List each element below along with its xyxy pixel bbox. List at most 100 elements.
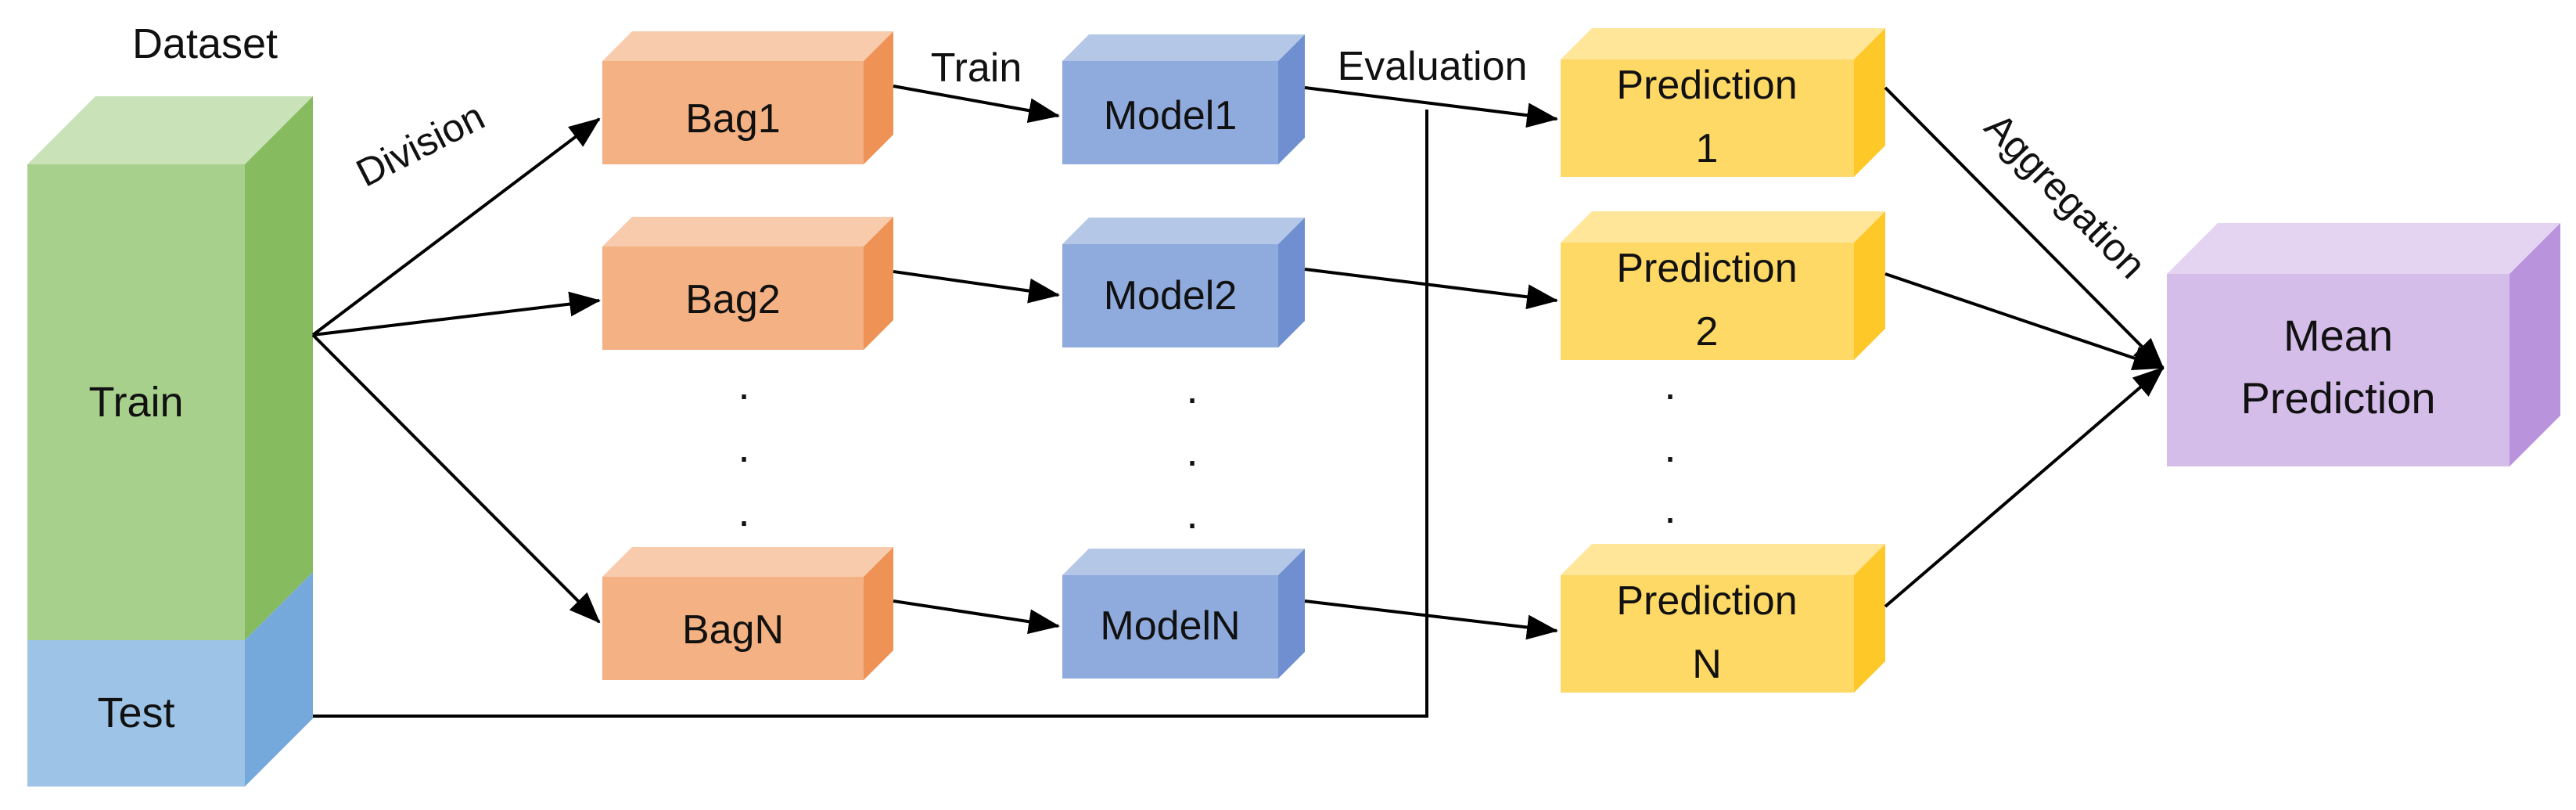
train-split-label: Train: [88, 379, 183, 426]
prediction-n-side: [1854, 544, 1885, 693]
model-ellipsis-dot: .: [1186, 426, 1198, 475]
prediction-2-label: Prediction: [1616, 246, 1797, 291]
dataset-title: Dataset: [132, 20, 278, 67]
division-label: Division: [350, 94, 491, 195]
prediction-1-side: [1854, 28, 1885, 177]
mean-prediction-label-line2: Prediction: [2240, 373, 2435, 423]
bag-ellipsis-dot: .: [738, 486, 750, 535]
bag-2-front: [602, 247, 864, 350]
model-column: Model1 Model2 ModelN . . .: [1062, 34, 1305, 679]
evaluation-label: Evaluation: [1338, 44, 1528, 89]
model-n-top: [1062, 549, 1305, 575]
evaluation-arrow-2: [1304, 268, 1558, 310]
prediction-n: Prediction N: [1561, 544, 1885, 693]
train-arrow-n: [893, 599, 1060, 635]
bag-1: Bag1: [602, 31, 893, 164]
bag-ellipsis-dot: .: [738, 359, 750, 409]
bag-n-front: [602, 577, 864, 680]
bag-2-label: Bag2: [685, 277, 780, 322]
bag-1-front: [602, 61, 864, 164]
model-2-side: [1278, 218, 1305, 347]
bag-column: Bag1 Bag2 BagN . . .: [602, 31, 893, 680]
prediction-1: Prediction 1: [1561, 28, 1885, 177]
evaluation-edges: [313, 86, 1558, 718]
bag-1-side: [864, 31, 893, 164]
prediction-1-label: Prediction: [1616, 63, 1797, 108]
aggregation-arrow-n: [1884, 366, 2165, 608]
prediction-n-top: [1561, 544, 1885, 575]
train-split-side: [245, 96, 313, 640]
model-1-side: [1278, 34, 1305, 164]
aggregation-label: Aggregation: [1976, 105, 2154, 287]
bag-n-label: BagN: [682, 607, 784, 653]
evaluation-arrow-1: [1304, 86, 1558, 128]
model-2: Model2: [1062, 218, 1305, 347]
train-split: Train: [27, 96, 313, 640]
model-1-top: [1062, 34, 1305, 61]
prediction-column: Prediction 1 Prediction 2 Prediction N .…: [1561, 28, 1885, 693]
train-split-front: [27, 164, 245, 640]
model-1: Model1: [1062, 34, 1305, 164]
division-edges: [311, 117, 601, 624]
bag-1-label: Bag1: [685, 96, 780, 142]
prediction-n-front: [1561, 575, 1854, 693]
bag-ellipsis: . . .: [738, 359, 750, 535]
prediction-1-front: [1561, 59, 1854, 177]
bag-n: BagN: [602, 547, 893, 680]
bag-2: Bag2: [602, 217, 893, 350]
mean-prediction-front: [2167, 274, 2510, 466]
model-2-top: [1062, 218, 1305, 244]
train-edge-label: Train: [931, 45, 1022, 91]
prediction-1-index: 1: [1696, 126, 1719, 171]
model-ellipsis-dot: .: [1186, 363, 1198, 412]
prediction-n-index: N: [1692, 642, 1722, 687]
prediction-2: Prediction 2: [1561, 211, 1885, 360]
test-feed-line: [313, 110, 1428, 718]
model-2-front: [1062, 244, 1278, 347]
division-arrow-bagn: [311, 333, 601, 624]
train-edges: [893, 85, 1060, 635]
bag-2-top: [602, 217, 893, 247]
bag-n-side: [864, 547, 893, 680]
model-n-side: [1278, 549, 1305, 679]
bag-2-side: [864, 217, 893, 350]
prediction-ellipsis-dot: .: [1664, 359, 1676, 409]
mean-prediction-label-line1: Mean: [2283, 311, 2393, 360]
aggregation-arrow-1: [1884, 86, 2165, 369]
division-arrow-bag1: [311, 117, 601, 337]
model-ellipsis-dot: .: [1186, 488, 1198, 538]
dataset-block: Train Test Dataset: [27, 20, 313, 787]
prediction-2-side: [1854, 211, 1885, 360]
aggregation-arrow-2: [1884, 272, 2165, 370]
model-n-front: [1062, 575, 1278, 679]
evaluation-arrow-n: [1304, 599, 1558, 640]
model-1-front: [1062, 61, 1278, 164]
prediction-ellipsis-dot: .: [1664, 483, 1676, 532]
bag-n-top: [602, 547, 893, 577]
model-ellipsis: . . .: [1186, 363, 1198, 538]
prediction-2-top: [1561, 211, 1885, 243]
prediction-2-index: 2: [1696, 309, 1719, 355]
model-n: ModelN: [1062, 549, 1305, 679]
test-split-side: [245, 572, 313, 787]
prediction-ellipsis: . . .: [1664, 359, 1676, 532]
bag-1-top: [602, 31, 893, 61]
mean-prediction-top: [2167, 223, 2560, 274]
model-1-label: Model1: [1104, 93, 1238, 139]
test-split: Test: [27, 572, 313, 787]
train-split-top: [27, 96, 313, 164]
test-split-label: Test: [97, 689, 174, 736]
mean-prediction-block: Mean Prediction: [2167, 223, 2560, 466]
bag-ellipsis-dot: .: [738, 422, 750, 471]
prediction-ellipsis-dot: .: [1664, 422, 1676, 471]
prediction-n-label: Prediction: [1616, 578, 1797, 624]
prediction-1-top: [1561, 28, 1885, 59]
prediction-2-front: [1561, 243, 1854, 360]
train-arrow-1: [893, 85, 1060, 124]
model-2-label: Model2: [1104, 273, 1238, 319]
aggregation-edges: [1884, 86, 2165, 608]
train-arrow-2: [893, 270, 1060, 304]
mean-prediction-side: [2510, 223, 2560, 466]
test-split-front: [27, 640, 245, 787]
